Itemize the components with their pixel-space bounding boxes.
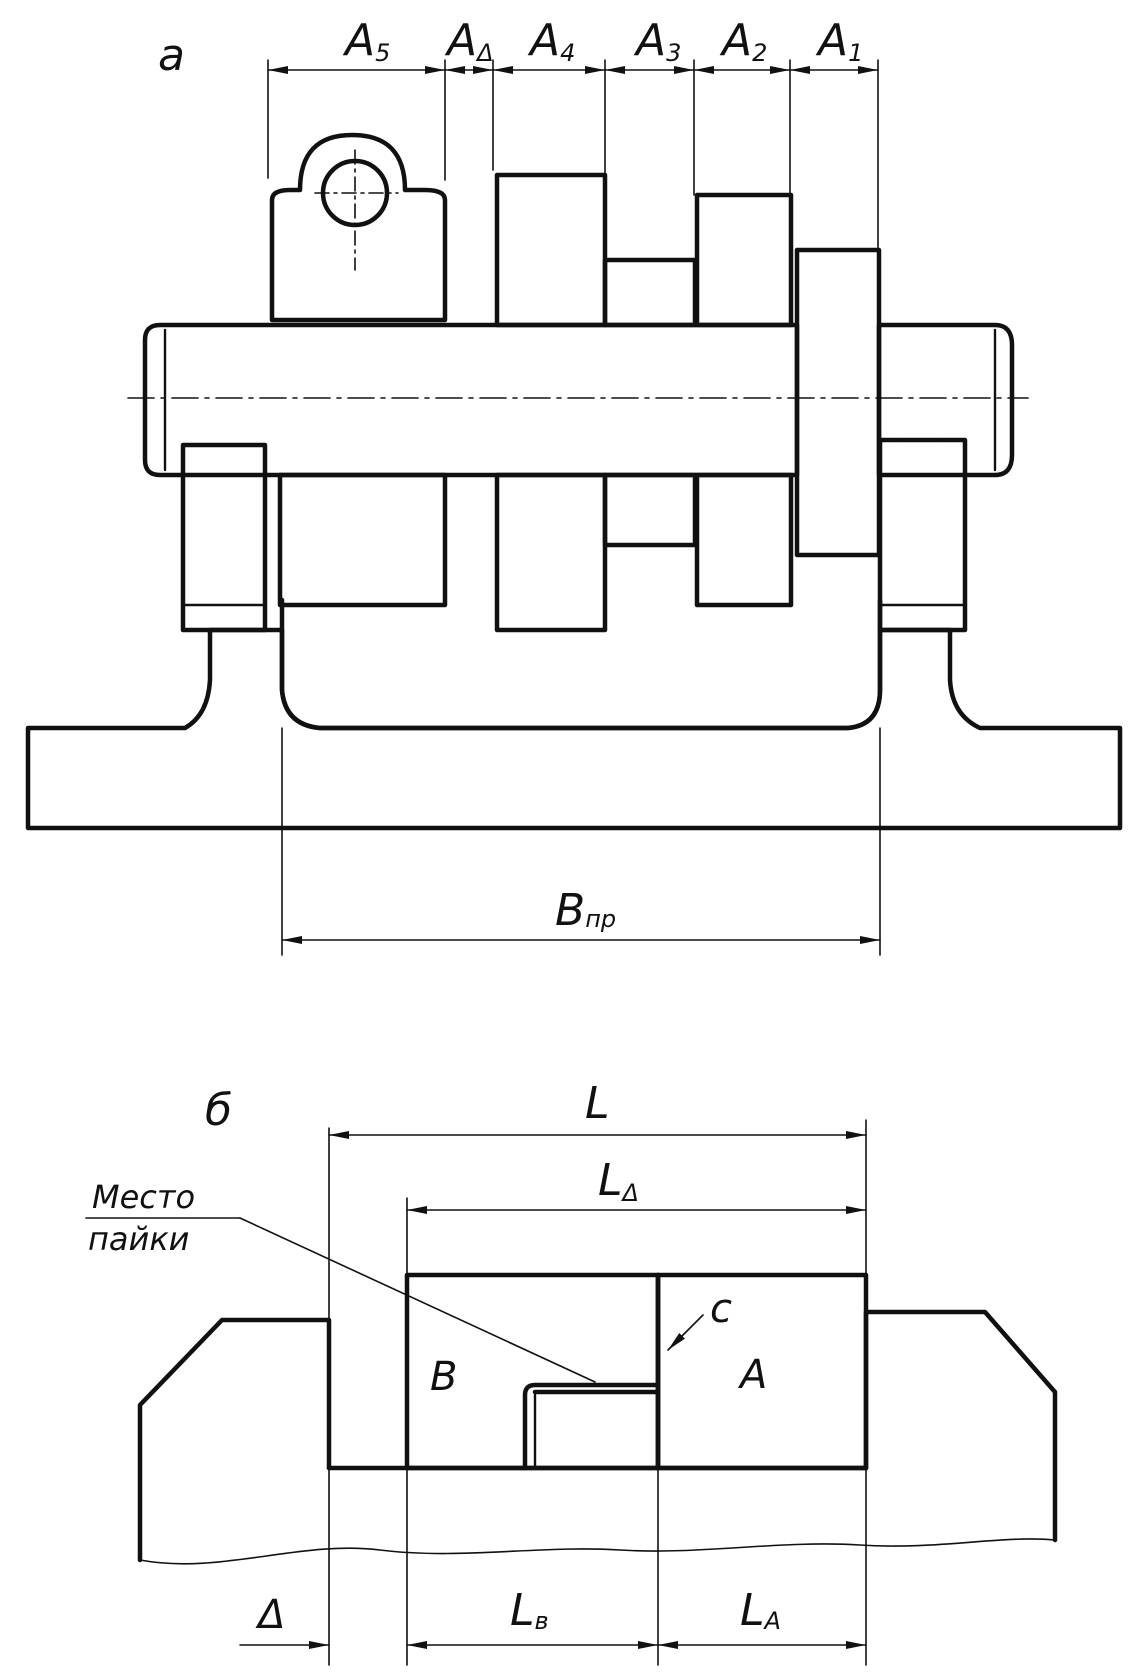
part-a1-collar [794, 247, 882, 558]
dim-a5: A5 [342, 15, 390, 67]
part-b-notch [522, 1382, 661, 1471]
note-line-1: Место [92, 1178, 195, 1216]
figure-a-label: a [158, 30, 185, 81]
top-extension-lines [267, 59, 879, 259]
dim-a4: A4 [527, 15, 575, 67]
dim-l: L [585, 1078, 610, 1129]
left-support [180, 442, 268, 633]
dim-lb: Lв [510, 1585, 549, 1636]
base-body [137, 1309, 1058, 1563]
dim-a3: A3 [633, 15, 681, 67]
left-bracket-top [269, 132, 448, 323]
part-a4-lower [494, 472, 608, 633]
break-line [139, 1538, 1056, 1565]
dim-l-delta: LΔ [598, 1155, 639, 1207]
part-a2-lower [694, 472, 794, 608]
part-a-label: A [737, 1352, 767, 1398]
left-bracket-section [277, 472, 448, 608]
dim-a2: A2 [719, 15, 767, 67]
dim-a-delta: AΔ [444, 15, 494, 67]
right-support [877, 437, 968, 633]
contact-label: c [710, 1286, 732, 1332]
bottom-dimension [281, 727, 881, 956]
shaft [142, 322, 800, 478]
shaft-right-end [876, 322, 1015, 478]
note-leader [239, 1217, 596, 1383]
figure-b-label: б [205, 1085, 232, 1136]
part-a3-lower [602, 472, 698, 548]
housing-cavity [279, 597, 883, 731]
dim-la: LA [740, 1585, 781, 1636]
dim-b-pr: Bпр [555, 885, 616, 936]
dim-a1: A1 [815, 15, 863, 67]
part-b-label: B [430, 1354, 457, 1400]
part-a4-upper [494, 172, 608, 328]
note-line-2: пайки [88, 1220, 189, 1258]
dim-gap: Δ [255, 1592, 285, 1638]
part-a2-upper [694, 192, 794, 328]
figure-a: a A5 AΔ A4 A3 A2 A1 [25, 15, 1123, 956]
figure-b: б L LΔ Место пайки B A [85, 1078, 1058, 1666]
part-a3-upper [602, 257, 698, 328]
